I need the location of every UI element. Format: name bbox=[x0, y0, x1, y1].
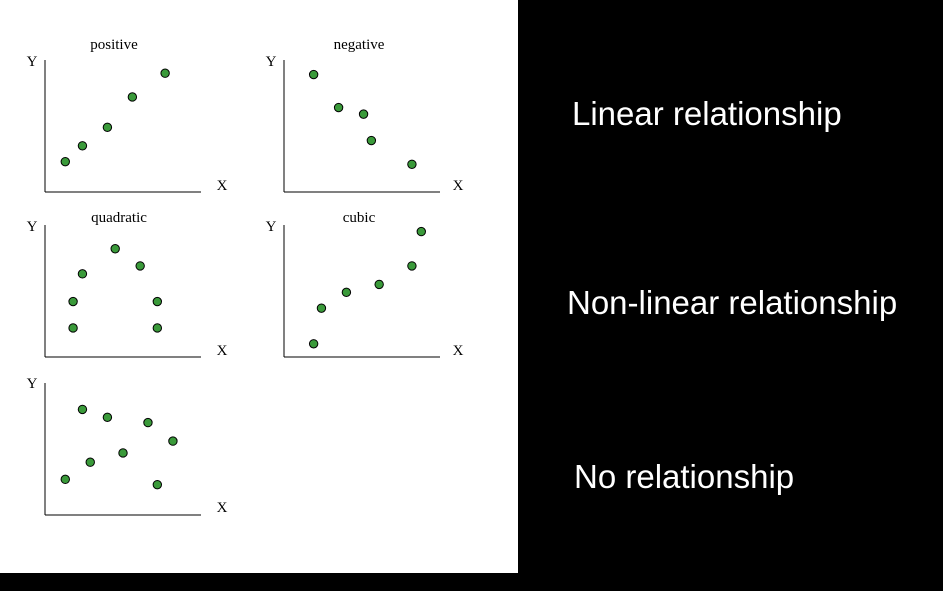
positive-point-5 bbox=[160, 68, 170, 78]
no-relationship-y-label: Y bbox=[27, 376, 38, 392]
cubic-point-6 bbox=[416, 226, 426, 237]
cubic-point-2 bbox=[316, 303, 327, 313]
positive-point-3 bbox=[102, 122, 113, 133]
cubic-point-1 bbox=[308, 339, 319, 349]
cubic-point-4 bbox=[374, 279, 384, 290]
negative-x-label: X bbox=[453, 178, 464, 194]
quadratic-point-5 bbox=[135, 261, 145, 271]
quadratic-point-7 bbox=[152, 323, 163, 333]
positive-point-1 bbox=[60, 156, 70, 167]
negative-y-label: Y bbox=[266, 54, 277, 70]
negative-point-4 bbox=[366, 135, 377, 146]
no-relationship-point-8 bbox=[152, 479, 163, 490]
no-relationship-point-4 bbox=[77, 404, 88, 415]
no-relationship-label: No relationship bbox=[574, 458, 795, 495]
negative-point-1 bbox=[308, 69, 319, 80]
cubic-point-5 bbox=[407, 261, 417, 271]
no-relationship-point-5 bbox=[102, 412, 113, 423]
no-relationship-x-label: X bbox=[217, 500, 228, 516]
quadratic-point-1 bbox=[68, 323, 78, 333]
no-relationship-point-1 bbox=[60, 474, 70, 485]
quadratic-x-label: X bbox=[217, 343, 228, 359]
cubic-point-3 bbox=[341, 287, 352, 298]
no-relationship-point-7 bbox=[168, 436, 178, 446]
positive-point-2 bbox=[77, 141, 88, 151]
quadratic-point-4 bbox=[110, 244, 120, 254]
cubic-y-label: Y bbox=[266, 219, 277, 235]
cubic-plot-title: cubic bbox=[343, 210, 376, 226]
no-relationship-point-3 bbox=[118, 448, 128, 458]
negative-point-2 bbox=[333, 102, 344, 113]
positive-x-label: X bbox=[217, 178, 228, 194]
no-relationship-point-6 bbox=[143, 417, 153, 428]
nonlinear-relationship-label: Non-linear relationship bbox=[567, 284, 898, 321]
negative-plot-title: negative bbox=[334, 37, 385, 53]
positive-y-label: Y bbox=[27, 54, 38, 70]
negative-point-5 bbox=[407, 159, 417, 169]
quadratic-plot-title: quadratic bbox=[91, 210, 147, 226]
cubic-x-label: X bbox=[453, 343, 464, 359]
no-relationship-point-2 bbox=[85, 457, 95, 467]
positive-plot-title: positive bbox=[90, 37, 138, 53]
linear-relationship-label: Linear relationship bbox=[572, 95, 842, 132]
quadratic-point-2 bbox=[68, 296, 78, 307]
quadratic-point-6 bbox=[152, 296, 163, 307]
quadratic-y-label: Y bbox=[27, 219, 38, 235]
positive-point-4 bbox=[127, 92, 138, 102]
negative-point-3 bbox=[358, 109, 369, 119]
quadratic-point-3 bbox=[77, 269, 88, 279]
